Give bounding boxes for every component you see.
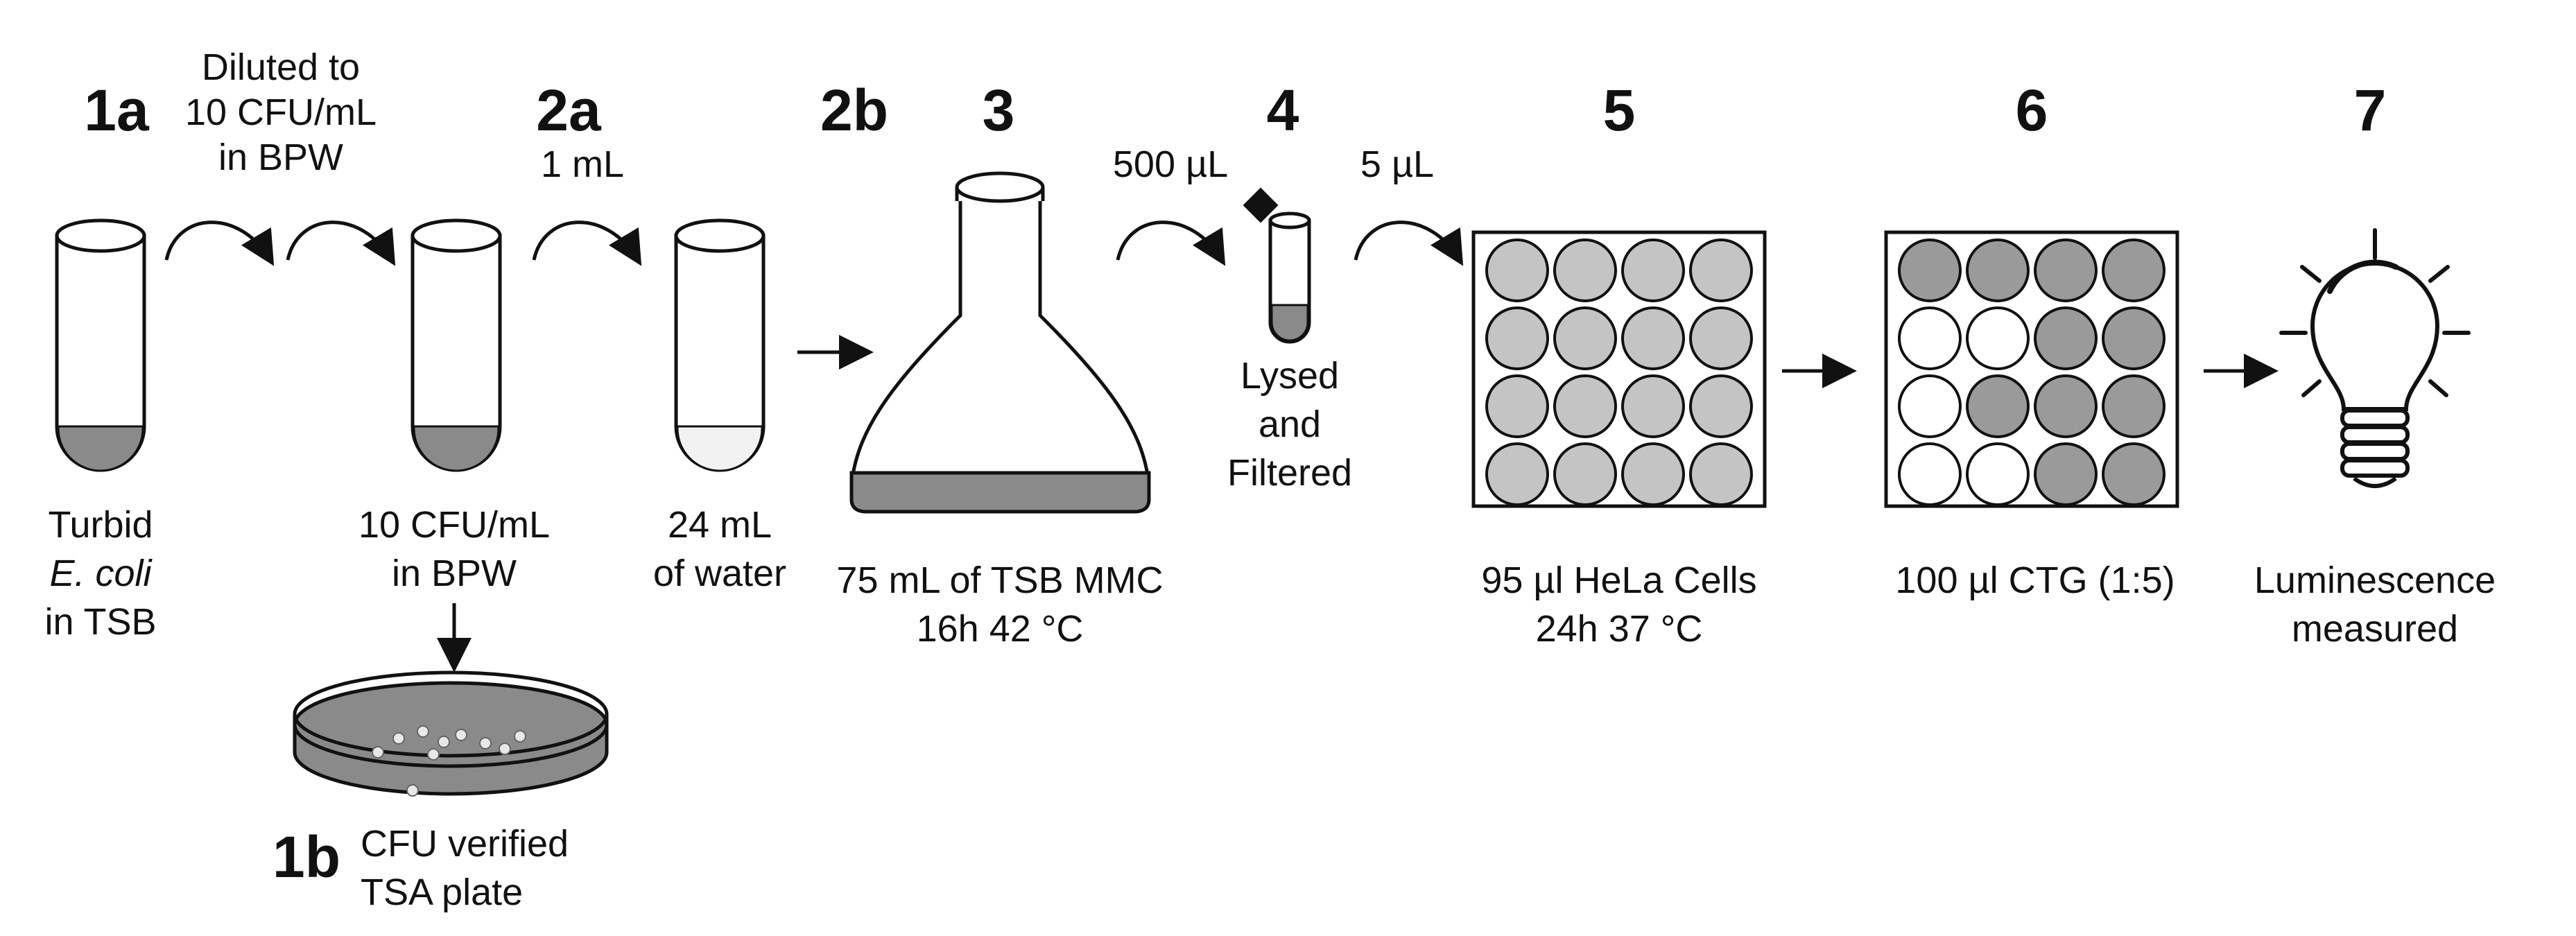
dilution-note-line2: 10 CFU/mL bbox=[185, 92, 377, 133]
well bbox=[1553, 374, 1617, 438]
well bbox=[1621, 239, 1685, 302]
label-cfu-l2: TSA plate bbox=[361, 872, 523, 913]
well bbox=[1485, 442, 1549, 506]
petri-dish bbox=[293, 670, 609, 797]
transfer-arrow-2 bbox=[286, 220, 396, 266]
transfer-arrow-1 bbox=[164, 220, 275, 266]
label-plate5-l2: 24h 37 °C bbox=[1536, 608, 1703, 650]
label-lysed-l3: Filtered bbox=[1227, 452, 1352, 494]
label-flask-l2: 16h 42 °C bbox=[917, 608, 1084, 650]
well bbox=[1898, 374, 1962, 438]
transfer-arrow-4 bbox=[1116, 220, 1226, 266]
label-tube2-l1: 10 CFU/mL bbox=[358, 504, 550, 546]
well bbox=[1485, 374, 1549, 438]
plate-ctg-wells bbox=[1898, 239, 2166, 506]
well bbox=[1689, 306, 1753, 370]
step-7-label: 7 bbox=[2354, 78, 2387, 143]
tube-diluted bbox=[410, 218, 502, 472]
well bbox=[1553, 239, 1617, 302]
well bbox=[1621, 442, 1685, 506]
well bbox=[1898, 442, 1962, 506]
well bbox=[1898, 239, 1962, 302]
well bbox=[2034, 306, 2098, 370]
well bbox=[1689, 239, 1753, 302]
label-tube2-l2: in BPW bbox=[392, 553, 517, 594]
step-5-label: 5 bbox=[1603, 78, 1636, 143]
dilution-note-line3: in BPW bbox=[218, 137, 343, 178]
label-turbid-l1: Turbid bbox=[48, 504, 153, 546]
label-flask-l1: 75 mL of TSB MMC bbox=[836, 560, 1163, 601]
label-lum-l1: Luminescence bbox=[2254, 560, 2496, 601]
label-water-l2: of water bbox=[653, 553, 786, 594]
label-plate6-l1: 100 µl CTG (1:5) bbox=[1895, 560, 2175, 601]
label-lysed-l2: and bbox=[1259, 404, 1321, 445]
well bbox=[2034, 374, 2098, 438]
lightbulb-base bbox=[2340, 408, 2410, 488]
step-4-label: 4 bbox=[1267, 78, 1299, 143]
transfer-arrow-5 bbox=[1354, 220, 1464, 266]
dilution-note-line1: Diluted to bbox=[202, 46, 360, 88]
well bbox=[1621, 374, 1685, 438]
well bbox=[2034, 442, 2098, 506]
transfer-arrow-3 bbox=[532, 220, 642, 266]
label-water-l1: 24 mL bbox=[668, 504, 772, 546]
well bbox=[1689, 442, 1753, 506]
tube-water bbox=[674, 218, 766, 472]
filter-icon bbox=[1243, 187, 1279, 223]
flask bbox=[849, 171, 1151, 514]
well bbox=[2102, 442, 2166, 506]
well bbox=[1553, 306, 1617, 370]
label-turbid-l2: E. coli bbox=[49, 553, 153, 594]
well bbox=[2102, 306, 2166, 370]
label-lum-l2: measured bbox=[2292, 608, 2458, 650]
well bbox=[1689, 374, 1753, 438]
lysed-tube bbox=[1243, 187, 1311, 344]
well bbox=[2102, 374, 2166, 438]
step-1a-label: 1a bbox=[84, 78, 150, 143]
label-turbid-l3: in TSB bbox=[44, 601, 156, 643]
volume-500ul: 500 µL bbox=[1113, 144, 1228, 185]
step-2b-label: 2b bbox=[820, 78, 888, 143]
well bbox=[2102, 239, 2166, 302]
step-6-label: 6 bbox=[2016, 78, 2048, 143]
volume-1ml: 1 mL bbox=[541, 144, 624, 185]
well bbox=[1966, 374, 2030, 438]
tube-turbid-liquid bbox=[57, 425, 144, 472]
well bbox=[1621, 306, 1685, 370]
well bbox=[1485, 239, 1549, 302]
well bbox=[1966, 306, 2030, 370]
volume-5ul: 5 µL bbox=[1360, 144, 1434, 185]
lightbulb-icon bbox=[2279, 228, 2471, 411]
label-plate5-l1: 95 µl HeLa Cells bbox=[1481, 560, 1756, 601]
step-3-label: 3 bbox=[983, 78, 1015, 143]
well bbox=[1898, 306, 1962, 370]
step-1b-label: 1b bbox=[273, 824, 340, 890]
well bbox=[1553, 442, 1617, 506]
well bbox=[2034, 239, 2098, 302]
label-cfu-l1: CFU verified bbox=[361, 823, 569, 865]
well bbox=[1966, 239, 2030, 302]
step-2a-label: 2a bbox=[536, 78, 602, 143]
well bbox=[1966, 442, 2030, 506]
label-lysed-l1: Lysed bbox=[1241, 355, 1339, 397]
plate-hela-wells bbox=[1485, 239, 1753, 506]
well bbox=[1485, 306, 1549, 370]
